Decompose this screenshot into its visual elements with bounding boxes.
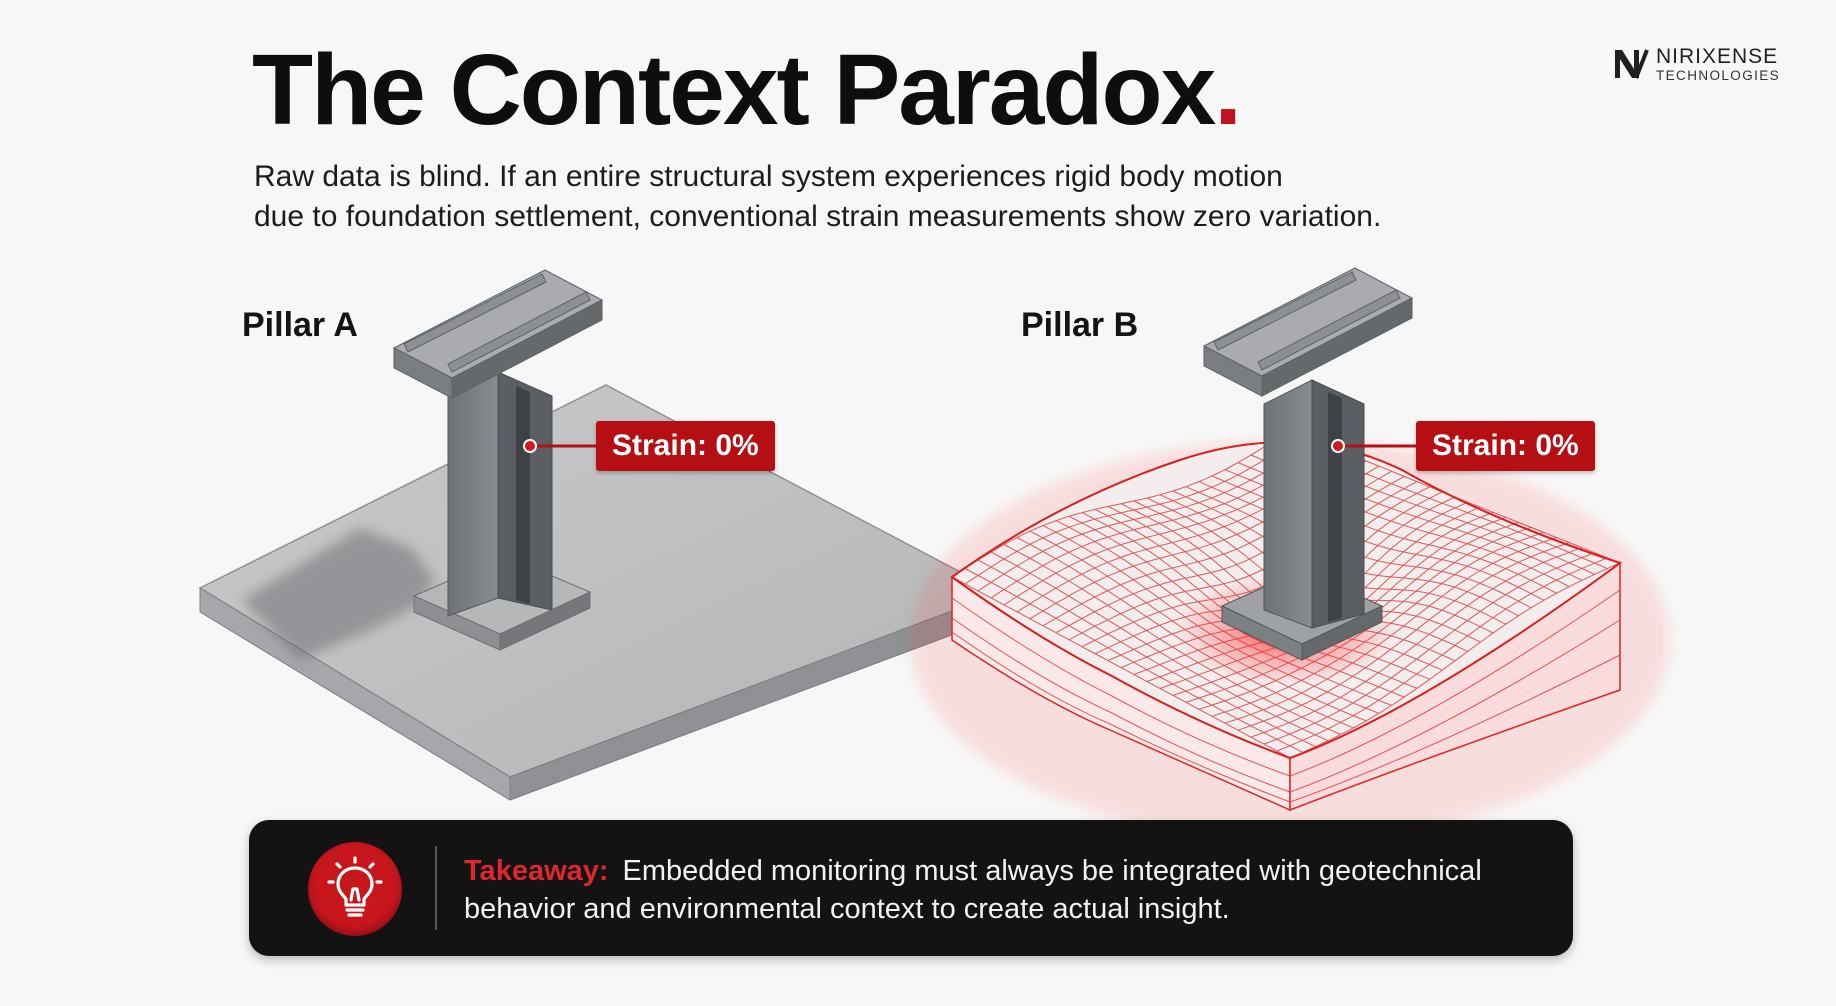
pillar-b-column: [1263, 379, 1365, 629]
pillar-a-strain-badge: Strain: 0%: [596, 421, 775, 471]
pillar-a-illustration: [198, 269, 1002, 801]
mesh-line: [1237, 542, 1570, 731]
pillar-a-column: [447, 371, 553, 617]
title-dot: .: [1214, 34, 1242, 146]
pillar-a-shadow: [242, 528, 434, 660]
pillar-a-cap-beam: [392, 269, 604, 399]
pillar-b-illustration: [910, 267, 1670, 840]
takeaway-divider: [435, 846, 437, 930]
pillar-a-sensor-dot: [523, 439, 537, 453]
takeaway-icon-badge: [308, 842, 402, 936]
page-title: The Context Paradox.: [252, 30, 1242, 150]
mesh-line: [1289, 562, 1621, 759]
mesh-line: [1263, 552, 1595, 745]
pillar-b-strain-badge: Strain: 0%: [1416, 421, 1595, 471]
pillar-b-label: Pillar B: [1021, 306, 1139, 344]
nirixense-logo-icon: [1615, 49, 1649, 79]
takeaway-body: Embedded monitoring must always be integ…: [464, 855, 1482, 925]
brand-text: NIRIXENSE TECHNOLOGIES: [1656, 46, 1780, 83]
pillar-b-cap-beam: [1202, 267, 1414, 397]
takeaway-key: Takeaway:: [464, 855, 609, 887]
subtitle-line-1: Raw data is blind. If an entire structur…: [254, 160, 1283, 193]
lightbulb-icon: [327, 856, 383, 917]
mesh-line: [1198, 481, 1532, 609]
subtitle: Raw data is blind. If an entire structur…: [254, 157, 1454, 236]
pillar-a-label: Pillar A: [242, 306, 358, 344]
title-text: The Context Paradox: [252, 34, 1216, 146]
pillar-b-sensor-dot: [1331, 439, 1345, 453]
brand-logo: NIRIXENSE TECHNOLOGIES: [1612, 46, 1780, 83]
brand-sub: TECHNOLOGIES: [1656, 68, 1781, 83]
subtitle-line-2: due to foundation settlement, convention…: [254, 199, 1382, 233]
mesh-line: [1276, 557, 1608, 752]
takeaway-panel: Takeaway:Embedded monitoring must always…: [249, 820, 1573, 956]
mesh-line: [1250, 547, 1583, 738]
ground-strata: [951, 589, 1621, 803]
brand-name: NIRIXENSE: [1656, 45, 1779, 68]
takeaway-text: Takeaway:Embedded monitoring must always…: [464, 852, 1544, 928]
